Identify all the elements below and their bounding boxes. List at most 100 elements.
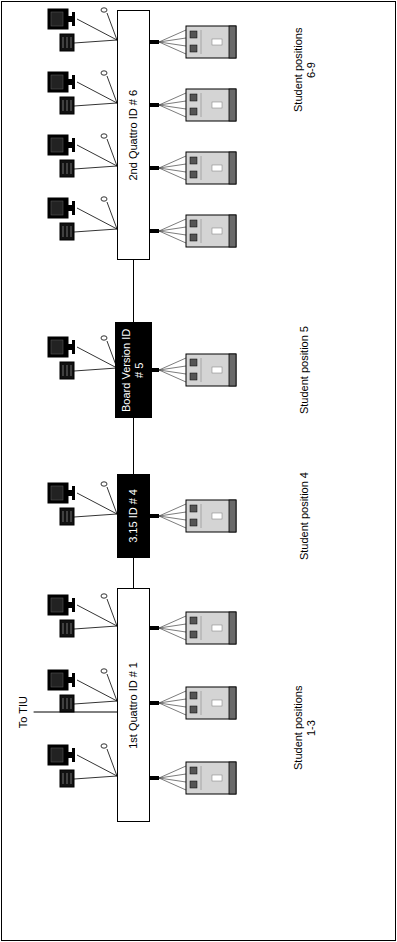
quattro-box: 2nd Quattro ID # 6 — [117, 10, 150, 260]
cable-plug — [150, 514, 159, 518]
keyboard-keys — [71, 623, 72, 634]
box-title: 2nd Quattro ID # 6 — [127, 90, 140, 181]
monitor-icon — [48, 670, 68, 690]
monitor-screen — [51, 598, 63, 612]
cable-fan — [159, 168, 186, 180]
drive-bay — [190, 94, 197, 101]
drive-bay — [190, 767, 197, 774]
monitor-stand — [68, 142, 72, 148]
tower-badge — [212, 700, 222, 706]
cable-fan — [159, 616, 186, 628]
keyboard-cable — [74, 701, 117, 704]
drive-bay — [190, 31, 197, 38]
monitor-base — [72, 12, 75, 26]
tower-panel-line — [201, 219, 202, 243]
keyboard-icon — [60, 223, 74, 240]
drive-bay — [190, 706, 197, 713]
cable-plug — [150, 626, 159, 630]
drive-bay — [190, 171, 197, 178]
monitor-screen — [51, 340, 63, 354]
monitor-icon — [48, 135, 68, 155]
monitor-cable — [77, 493, 117, 514]
tower-pc-icon — [186, 612, 236, 644]
mouse-icon — [101, 744, 107, 748]
keyboard-icon — [60, 34, 74, 51]
cable-fan — [159, 93, 186, 105]
monitor-cable — [77, 82, 117, 103]
monitor-base — [72, 598, 75, 612]
monitor-screen — [51, 673, 63, 687]
monitor-stand — [68, 602, 72, 608]
mouse-icon — [101, 482, 107, 486]
monitor-cable — [77, 680, 117, 701]
keyboard-keys — [71, 511, 72, 522]
cable-fan — [159, 370, 186, 382]
tower-panel-line — [201, 156, 202, 180]
monitor-screen — [51, 12, 63, 26]
monitor-icon — [48, 337, 68, 357]
keyboard-keys — [63, 226, 64, 237]
cable-fan — [159, 703, 186, 715]
tower-base — [229, 687, 236, 719]
drive-bay — [190, 617, 197, 624]
monitor-cable — [77, 347, 117, 368]
cable-plug — [150, 40, 159, 44]
keyboard-cable — [74, 229, 117, 232]
monitor-screen — [51, 486, 63, 500]
cable-fan — [159, 516, 186, 528]
monitor-stand — [68, 490, 72, 496]
cable-plug — [150, 166, 159, 170]
keyboard-icon — [60, 620, 74, 637]
cable-fan — [159, 231, 186, 243]
mouse-icon — [101, 669, 107, 673]
keyboard-keys — [71, 365, 72, 376]
tower-panel-line — [201, 691, 202, 715]
drive-bay — [190, 45, 197, 52]
student-label: Student position 5 — [298, 326, 311, 414]
tower-base — [229, 215, 236, 247]
student-label: Student positions 6-9 — [292, 22, 318, 118]
keyboard-keys — [71, 773, 72, 784]
tower-badge — [212, 625, 222, 631]
cable-fan — [159, 156, 186, 168]
monitor-icon — [48, 198, 68, 218]
tower-base — [229, 26, 236, 58]
keyboard-icon — [60, 508, 74, 525]
drive-bay — [190, 781, 197, 788]
mouse-cable — [107, 202, 117, 229]
cable-fan — [159, 366, 186, 370]
cable-fan — [159, 30, 186, 42]
drive-bay — [190, 505, 197, 512]
mouse-icon — [101, 134, 107, 138]
cable-fan — [159, 699, 186, 703]
quattro-box: 1st Quattro ID # 1 — [117, 588, 150, 822]
monitor-screen — [51, 138, 63, 152]
monitor-base — [72, 75, 75, 89]
cable-fan — [159, 219, 186, 231]
tower-pc-icon — [186, 762, 236, 794]
cable-fan — [159, 512, 186, 516]
keyboard-icon — [60, 770, 74, 787]
monitor-cable — [77, 755, 117, 776]
mouse-cable — [107, 13, 117, 40]
cable-fan — [159, 628, 186, 640]
keyboard-keys — [67, 698, 68, 709]
box-title: Board Version ID # 5 — [120, 327, 146, 413]
connector-line — [133, 260, 134, 322]
monitor-icon — [48, 72, 68, 92]
keyboard-keys — [67, 773, 68, 784]
keyboard-cable — [74, 103, 117, 106]
monitor-screen — [51, 75, 63, 89]
cable-fan — [159, 227, 186, 231]
monitor-base — [72, 748, 75, 762]
tower-pc-icon — [186, 215, 236, 247]
monitor-stand — [68, 677, 72, 683]
tower-badge — [212, 39, 222, 45]
mouse-cable — [107, 599, 117, 626]
monitor-cable — [77, 605, 117, 626]
tower-badge — [212, 367, 222, 373]
keyboard-cable — [74, 626, 117, 629]
tower-panel-line — [201, 93, 202, 117]
cable-fan — [159, 358, 186, 370]
